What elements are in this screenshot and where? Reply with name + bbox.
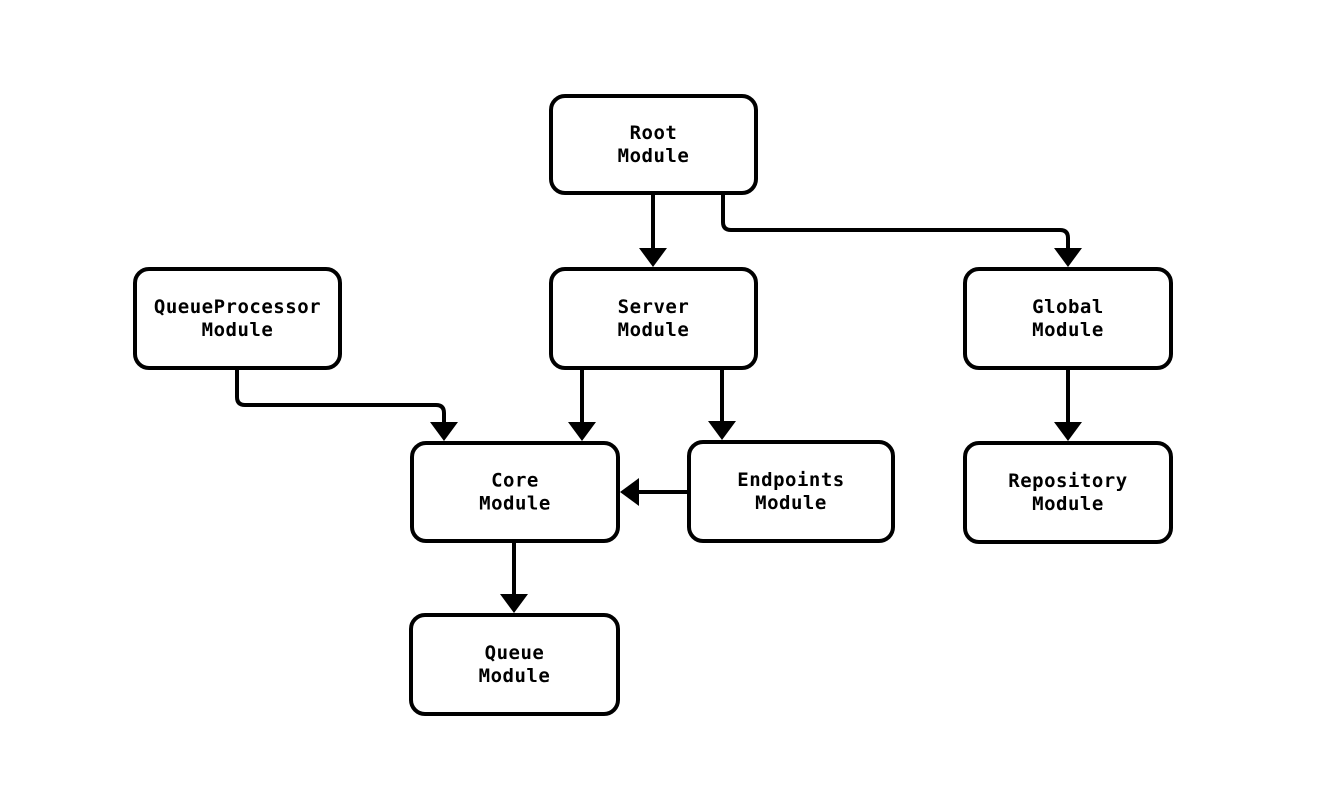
server-module-label-line1: Server (618, 296, 690, 318)
server-module-label-line2: Module (618, 319, 690, 341)
edge-global-to-repository-arrowhead-icon (1054, 422, 1082, 441)
queueprocessor-module-label-line1: QueueProcessor (154, 296, 321, 318)
edge-server-to-core-arrowhead-icon (568, 422, 596, 441)
core-module-label-line2: Module (479, 493, 551, 515)
nodes-layer: RootModuleQueueProcessorModuleServerModu… (133, 94, 1173, 716)
queueprocessor-module-label-line2: Module (202, 319, 274, 341)
edge-server-to-core (568, 370, 596, 441)
global-module-label-line2: Module (1032, 319, 1104, 341)
repository-module-label-line2: Module (1032, 493, 1104, 515)
edge-root-to-global (721, 195, 1082, 267)
edge-root-to-server (639, 195, 667, 267)
endpoints-module-label-line2: Module (755, 492, 827, 514)
endpoints-module-label-line1: Endpoints (737, 469, 844, 491)
global-module-label-line1: Global (1032, 296, 1104, 318)
edge-root-to-global-line (721, 195, 1070, 252)
core-module-label-line1: Core (491, 470, 539, 492)
repository-module-box[interactable] (963, 441, 1173, 544)
edges-layer (235, 195, 1082, 613)
edge-server-to-endpoints-arrowhead-icon (708, 421, 736, 440)
queue-module-label-line1: Queue (485, 642, 545, 664)
queueprocessor-module-box[interactable] (133, 267, 342, 370)
edge-global-to-repository (1054, 370, 1082, 441)
global-module-box[interactable] (963, 267, 1173, 370)
root-module-label-line2: Module (618, 145, 690, 167)
edge-root-to-global-arrowhead-icon (1054, 248, 1082, 267)
edge-server-to-endpoints (708, 370, 736, 440)
root-module-box[interactable] (549, 94, 758, 195)
edge-endpoints-to-core (620, 478, 687, 506)
repository-module-label-line1: Repository (1008, 470, 1127, 492)
edge-core-to-queue-arrowhead-icon (500, 594, 528, 613)
edge-core-to-queue (500, 543, 528, 613)
edge-queueprocessor-to-core-line (235, 370, 446, 426)
core-module-box[interactable] (410, 441, 620, 543)
edge-queueprocessor-to-core (235, 370, 458, 441)
edge-root-to-server-arrowhead-icon (639, 248, 667, 267)
endpoints-module-box[interactable] (687, 440, 895, 543)
edge-queueprocessor-to-core-arrowhead-icon (430, 422, 458, 441)
edge-endpoints-to-core-arrowhead-icon (620, 478, 639, 506)
queue-module-label-line2: Module (479, 665, 551, 687)
server-module-box[interactable] (549, 267, 758, 370)
root-module-label-line1: Root (630, 122, 678, 144)
queue-module-box[interactable] (409, 613, 620, 716)
